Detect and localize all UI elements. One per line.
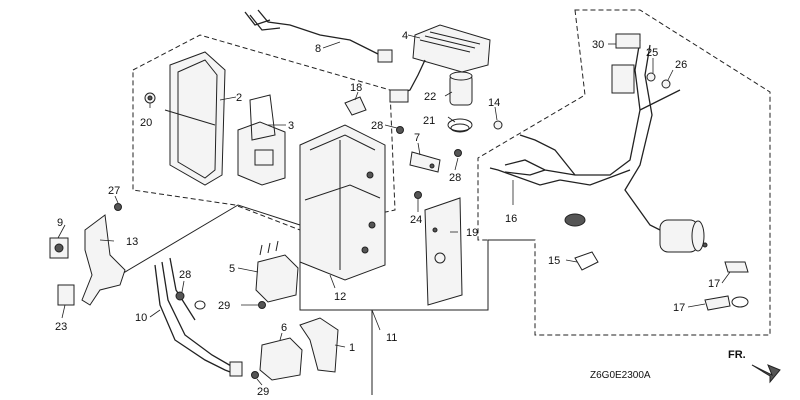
assembly-boundary-right — [477, 9, 771, 336]
callout-part-25: 25 — [646, 47, 658, 59]
callout-labels: 1 2 3 4 5 6 7 8 9 10 11 12 13 14 15 16 1… — [55, 30, 720, 398]
panel-part-19 — [424, 197, 463, 306]
bolt-part-20 — [144, 92, 156, 104]
key-part-17-b — [704, 295, 749, 311]
bolt-part-24 — [414, 191, 422, 207]
callout-part-17-b: 17 — [673, 302, 685, 314]
capacitor-part — [449, 71, 473, 106]
grommet-part-14 — [493, 120, 503, 130]
clamp-part-21 — [447, 118, 473, 133]
control-box-part — [299, 124, 386, 281]
plate-part-7 — [409, 151, 441, 173]
callout-part-14: 14 — [488, 97, 500, 109]
front-direction-label: FR. — [728, 349, 746, 361]
callout-part-30: 30 — [592, 39, 604, 51]
callout-part-12: 12 — [334, 291, 346, 303]
clamp-part-15 — [574, 251, 599, 271]
screw-part-28-b — [454, 149, 462, 157]
solenoid-part — [659, 219, 708, 253]
callout-part-11: 11 — [386, 332, 397, 344]
washer-part-26 — [661, 79, 671, 89]
grommet-part — [564, 213, 586, 227]
key-part-17-a — [724, 261, 749, 273]
cover-part — [164, 51, 226, 186]
callout-part-27: 27 — [108, 185, 120, 197]
leader-lines — [57, 34, 731, 386]
screw-part-28-a — [396, 126, 404, 134]
callout-part-9: 9 — [57, 217, 63, 229]
bracket-part-13 — [81, 214, 126, 306]
callout-part-10: 10 — [135, 312, 147, 324]
callout-part-3: 3 — [288, 120, 294, 132]
callout-part-21: 21 — [423, 115, 435, 127]
callout-part-5: 5 — [229, 263, 235, 275]
callout-part-18: 18 — [350, 82, 362, 94]
callout-part-7: 7 — [414, 132, 420, 144]
wire-harness-part — [489, 39, 681, 236]
callout-part-2: 2 — [236, 92, 242, 104]
front-direction-arrow — [751, 364, 781, 384]
callout-part-26: 26 — [675, 59, 687, 71]
callout-part-28-a: 28 — [371, 120, 383, 132]
assembly-link-line — [372, 239, 535, 311]
callout-part-20: 20 — [140, 117, 152, 129]
bracket-part-1 — [299, 317, 339, 373]
callout-part-28-b: 28 — [449, 172, 461, 184]
callout-part-15: 15 — [548, 255, 560, 267]
module-part-5 — [255, 240, 299, 303]
bolt-part-27 — [114, 203, 122, 211]
fuse-part-23 — [57, 284, 75, 306]
drawing-code: Z6G0E2300A — [590, 370, 651, 381]
callout-part-23: 23 — [55, 321, 67, 333]
callout-part-6: 6 — [281, 322, 287, 334]
callout-part-8: 8 — [315, 43, 321, 55]
callout-part-19: 19 — [466, 227, 478, 239]
callout-part-17-a: 17 — [708, 278, 720, 290]
screw-part-29-a — [258, 301, 266, 309]
callout-part-29-a: 29 — [218, 300, 230, 312]
callout-part-28-c: 28 — [179, 269, 191, 281]
callout-part-1: 1 — [349, 342, 355, 354]
bracket-part — [237, 94, 286, 186]
callout-part-24: 24 — [410, 214, 422, 226]
wire-lead-part — [244, 9, 393, 63]
callout-part-22: 22 — [424, 91, 436, 103]
regulator-part — [389, 24, 491, 103]
cable-part-10 — [154, 257, 243, 377]
callout-part-29-b: 29 — [257, 386, 269, 398]
connector-part-30 — [611, 33, 641, 94]
bolt-part-28-c — [175, 291, 185, 301]
ring-terminal — [194, 300, 206, 310]
callout-part-4: 4 — [402, 30, 408, 42]
callout-part-16: 16 — [505, 213, 517, 225]
switch-part-9 — [49, 237, 69, 259]
assembly-boundary-lower — [119, 204, 373, 395]
rectifier-part-6 — [259, 337, 303, 381]
nut-part-25 — [646, 72, 656, 82]
callout-part-13: 13 — [126, 236, 138, 248]
screw-part-29-b — [251, 371, 259, 379]
